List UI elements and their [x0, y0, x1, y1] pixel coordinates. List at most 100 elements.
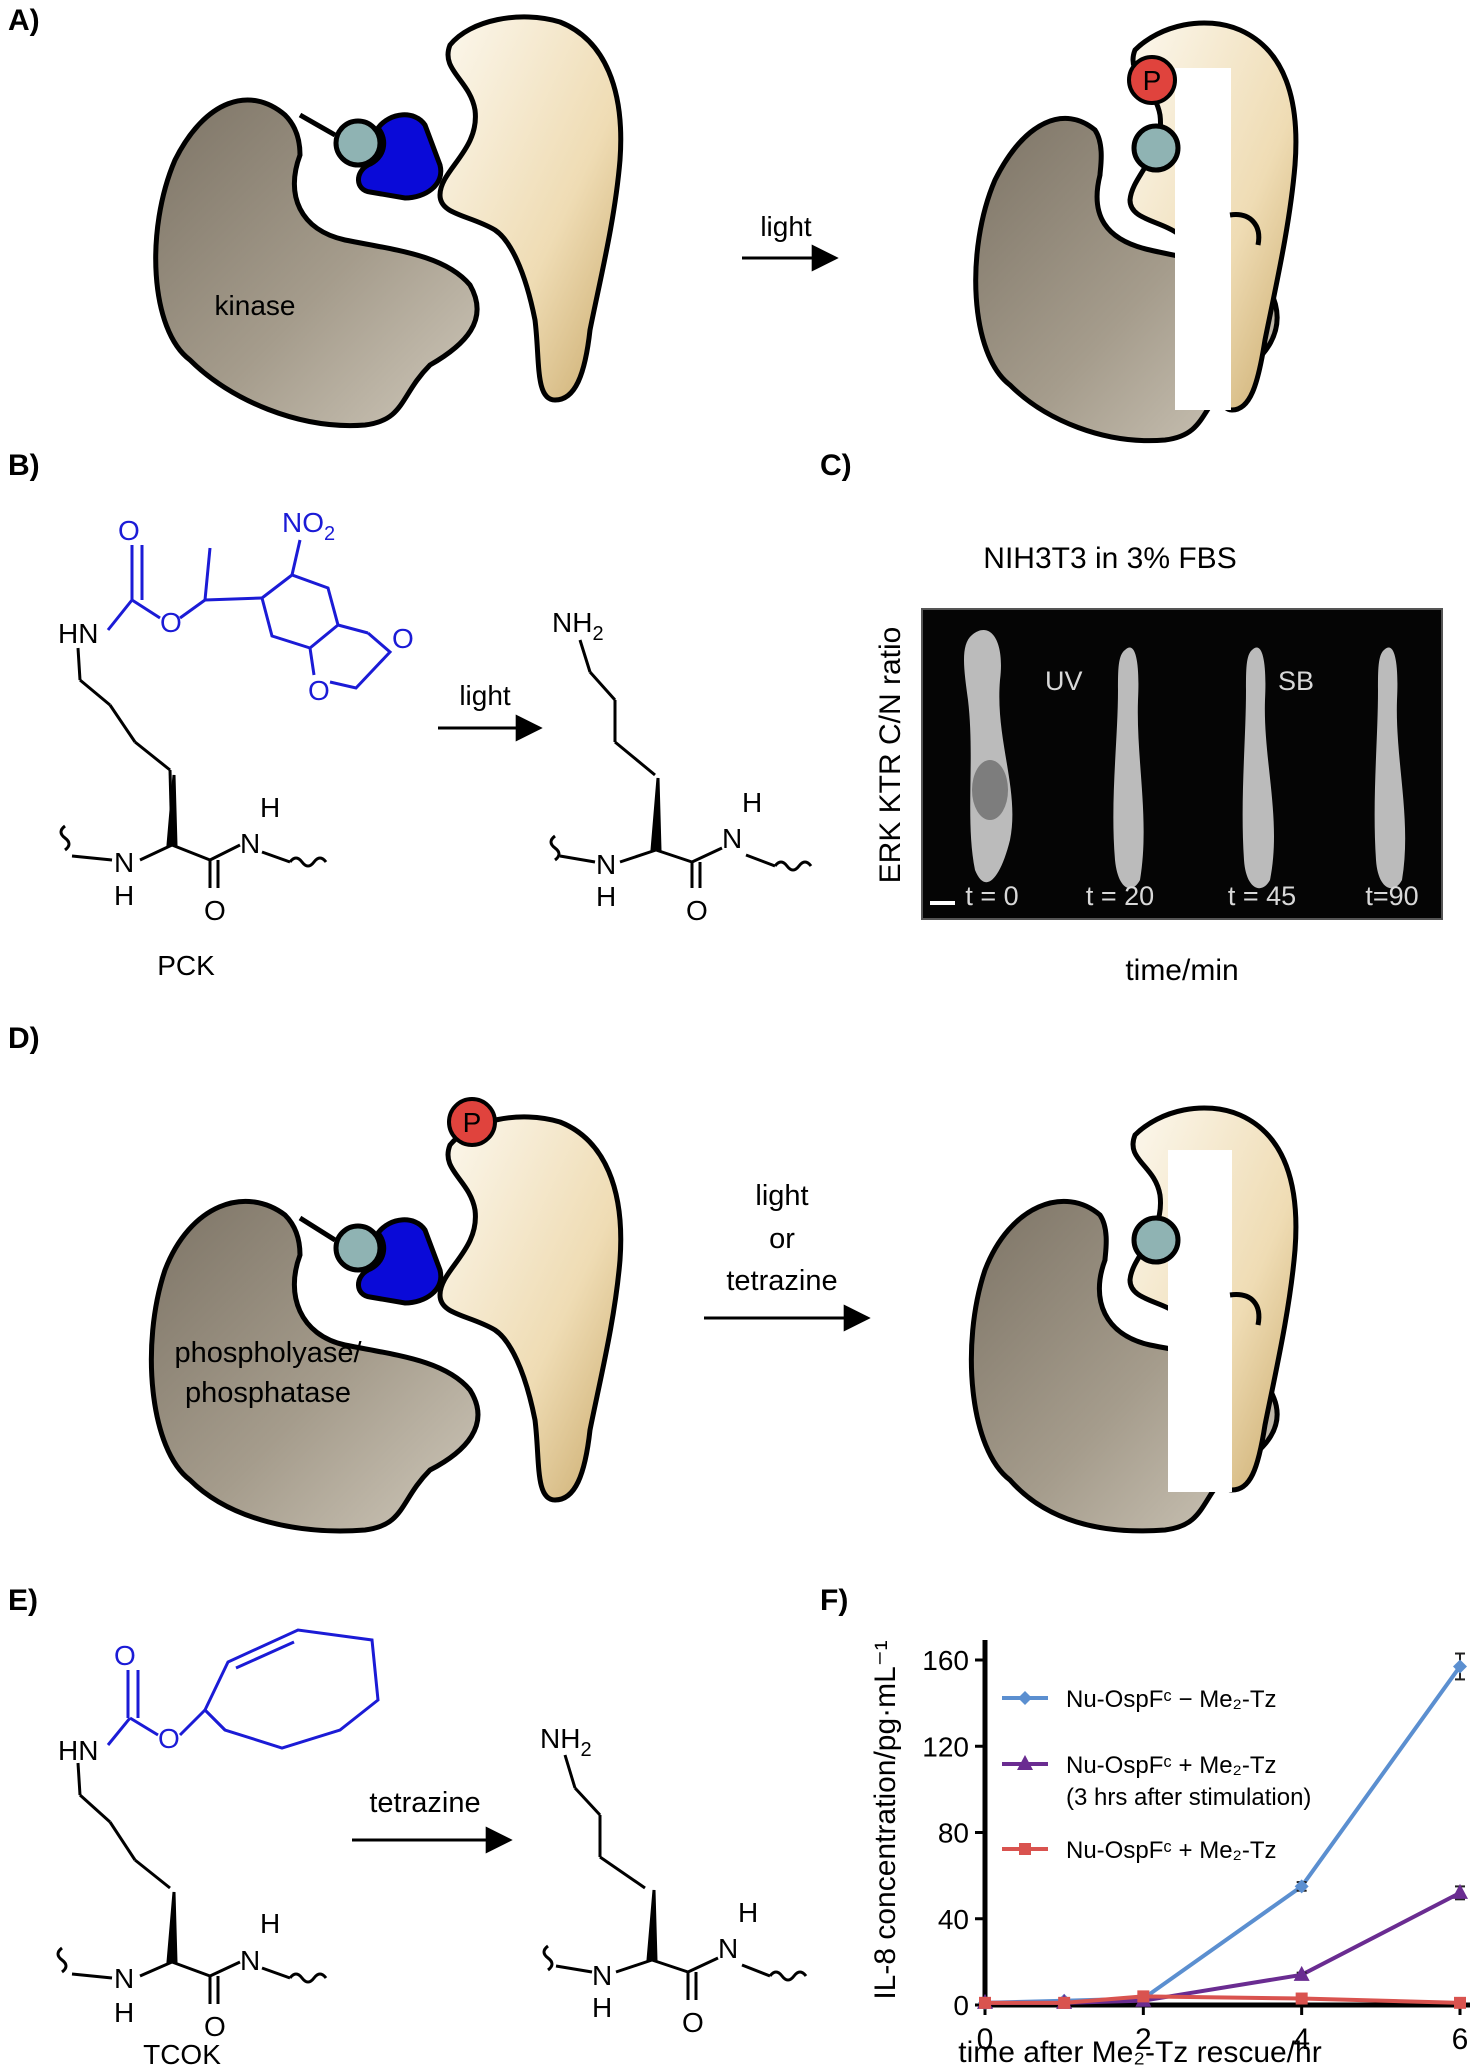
panel-c-ylabel: ERK KTR C/N ratio — [874, 627, 907, 884]
panel-b-label: B) — [8, 449, 40, 482]
legend-label: Nu-OspFᶜ − Me₂-Tz — [1066, 1686, 1277, 1713]
panel-c: C) NIH3T3 in 3% FBS ERK KTR C/N ratio UV… — [820, 449, 1443, 987]
phosphatase-enzyme-shape — [148, 1198, 481, 1534]
panel-b-right-atoms: NH2 N H H N O — [552, 607, 762, 926]
panel-b-left-atoms: HN O O NO2 O O N H H N O PCK — [58, 507, 414, 981]
data-point — [1137, 1990, 1150, 2003]
atom-n-amide: N — [240, 828, 260, 859]
time-label-4: t=90 — [1365, 881, 1418, 911]
compound-name-pck: PCK — [157, 950, 215, 981]
series-3 — [979, 1990, 1466, 2009]
x-tick-label: 6 — [1452, 2023, 1469, 2056]
substrate-protein-shape — [437, 14, 624, 403]
chart-series — [977, 1652, 1468, 2010]
y-tick-label: 40 — [938, 1904, 969, 1935]
atom-o-ring-1: O — [392, 623, 414, 654]
data-point — [979, 1996, 991, 2009]
enzyme-label-line1: phospholyase/ — [174, 1337, 362, 1369]
legend-label: Nu-OspFᶜ + Me₂-Tz — [1066, 1837, 1277, 1864]
phosphate-label-d: P — [463, 1107, 482, 1138]
arrow-label-d-line1: light — [755, 1180, 808, 1212]
atom-hn: HN — [58, 618, 98, 649]
atom-h-backbone-e: H — [114, 1997, 134, 2028]
substrate-site-circle-d — [333, 1223, 383, 1273]
data-point — [1058, 1996, 1071, 2009]
series-2 — [977, 1883, 1468, 2009]
panel-c-xlabel: time/min — [1125, 954, 1238, 987]
panel-f-label: F) — [820, 1584, 848, 1617]
data-point — [1293, 1965, 1310, 1981]
atom-h-amide-er: H — [738, 1897, 758, 1928]
overlay-sb: SB — [1278, 666, 1314, 696]
arrow-label-light-b: light — [459, 680, 511, 711]
atom-nh2: NH2 — [552, 607, 604, 645]
panel-e: E) — [8, 1584, 380, 2004]
arrow-label-d-line2: or — [769, 1223, 795, 1255]
legend-marker — [1019, 1843, 1031, 1855]
panel-e-left-atoms: HN O O N H H N O TCOK — [58, 1640, 280, 2070]
atom-o-amide-e: O — [204, 2011, 226, 2042]
atom-h-backbone-r: H — [596, 881, 616, 912]
caging-group-shape-d — [356, 1217, 444, 1306]
substrate-site-circle — [333, 118, 383, 168]
overlay-uv: UV — [1045, 666, 1083, 696]
x-tick-label: 0 — [977, 2023, 994, 2056]
data-point — [1454, 1996, 1466, 2009]
atom-n-amide-r: N — [722, 823, 742, 854]
atom-h-backbone-er: H — [592, 1992, 612, 2023]
y-tick-label: 120 — [922, 1731, 969, 1762]
data-point — [1453, 1659, 1467, 1674]
panel-b: B) — [8, 449, 393, 888]
atom-n-backbone: N — [114, 847, 134, 878]
legend-label-line2: (3 hrs after stimulation) — [1066, 1784, 1311, 1811]
enzyme-label-kinase: kinase — [215, 290, 296, 321]
chart-ylabel: IL-8 concentration/pg·mL⁻¹ — [869, 1640, 902, 1999]
series-line — [985, 1891, 1461, 2005]
atom-o-ester: O — [160, 607, 182, 638]
panel-b-right-structure — [549, 639, 813, 888]
atom-n-amide-er: N — [718, 1933, 738, 1964]
panel-d: D) P phospholyase/ phosphatase light or … — [8, 1022, 1299, 1534]
atom-h-amide-r: H — [742, 787, 762, 818]
kinase-enzyme-shape — [153, 97, 480, 429]
panel-c-title: NIH3T3 in 3% FBS — [983, 542, 1236, 575]
arrow-label-tetrazine-e: tetrazine — [369, 1787, 480, 1819]
atom-n-backbone-r: N — [596, 849, 616, 880]
panel-a-label: A) — [8, 4, 40, 37]
panel-e-label: E) — [8, 1584, 38, 1617]
legend-label: Nu-OspFᶜ + Me₂-Tz — [1066, 1752, 1277, 1779]
caging-group-shape — [356, 112, 444, 201]
y-tick-label: 0 — [953, 1990, 969, 2021]
panel-f: F) IL-8 concentration/pg·mL⁻¹ time after… — [820, 1584, 1470, 2069]
atom-n-backbone-er: N — [592, 1960, 612, 1991]
enzyme-label-line2: phosphatase — [185, 1377, 351, 1409]
phosphate-badge — [1127, 55, 1177, 105]
chart-xlabel: time after Me₂-Tz rescue/hr — [958, 2036, 1321, 2069]
data-point — [1294, 1879, 1309, 1894]
x-tick-label: 4 — [1293, 2023, 1310, 2056]
atom-o-amide: O — [204, 895, 226, 926]
data-point — [1452, 1883, 1468, 1899]
substrate-protein-shape-d — [437, 1114, 624, 1503]
microscopy-image — [921, 608, 1443, 920]
time-label-2: t = 20 — [1086, 881, 1154, 911]
atom-no2: NO2 — [282, 507, 335, 545]
atom-nh2-e: NH2 — [540, 1723, 592, 1761]
atom-hn-e: HN — [58, 1735, 98, 1766]
series-line — [984, 1665, 1462, 2005]
substrate-site-circle-d-product — [1131, 1215, 1181, 1265]
time-label-1: t = 0 — [965, 881, 1018, 911]
atom-h-backbone: H — [114, 880, 134, 911]
x-tick-label: 2 — [1135, 2023, 1152, 2056]
atom-h-amide-e: H — [260, 1908, 280, 1939]
atom-n-amide-e: N — [240, 1945, 260, 1976]
atom-o-carbonyl-e: O — [114, 1640, 136, 1671]
arrow-label-d-line3: tetrazine — [726, 1265, 837, 1297]
atom-o-ring-2: O — [308, 675, 330, 706]
atom-n-backbone-e: N — [114, 1963, 134, 1994]
legend-marker — [1018, 1691, 1032, 1705]
substrate-site-circle-product — [1131, 123, 1181, 173]
panel-d-label: D) — [8, 1022, 40, 1055]
panel-c-label: C) — [820, 449, 852, 482]
